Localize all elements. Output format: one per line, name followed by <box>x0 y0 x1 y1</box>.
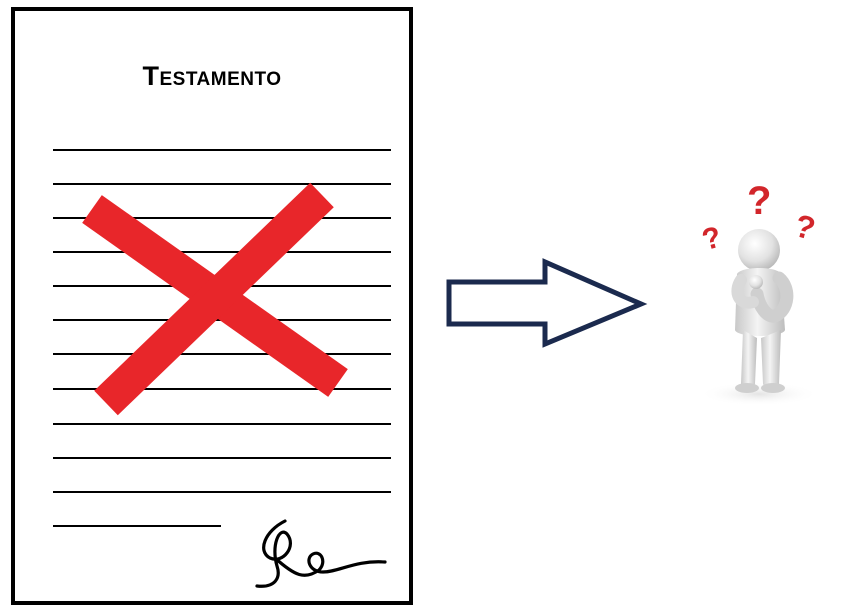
red-cross-mark <box>82 182 348 416</box>
document-title: Testamento <box>142 61 282 91</box>
svg-text:?: ? <box>699 220 725 257</box>
signature-scribble <box>255 519 387 588</box>
cross-stroke <box>94 182 334 416</box>
will-document: Testamento <box>11 7 413 605</box>
right-arrow-icon <box>446 258 648 348</box>
confused-person-icon: ? ? ? <box>699 179 819 406</box>
svg-text:?: ? <box>747 179 771 223</box>
svg-text:?: ? <box>791 207 819 247</box>
